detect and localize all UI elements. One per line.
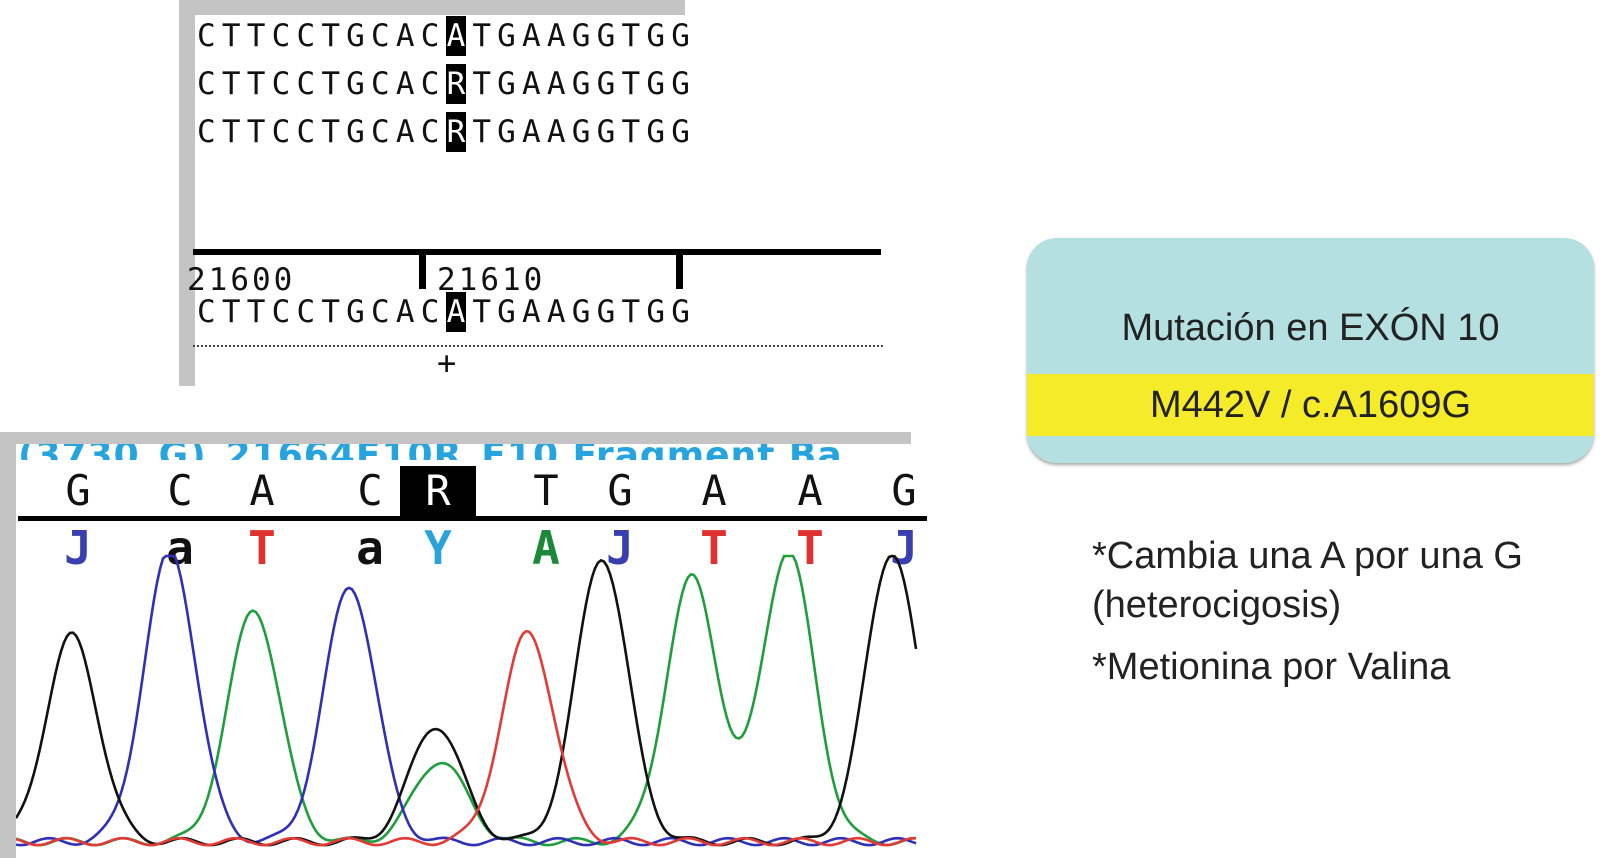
trace-code: T	[796, 521, 824, 575]
base-call: G	[891, 466, 917, 515]
base-call: C	[167, 466, 193, 515]
variant-marker: +	[437, 344, 457, 382]
mutation-info-box: Mutación en EXÓN 10 M442V / c.A1609G	[1027, 238, 1594, 463]
alignment-row-3-highlight: R	[445, 112, 467, 152]
base-call: A	[701, 466, 727, 515]
note-change: *Cambia una A por una G	[1092, 535, 1523, 577]
trace-A-line	[16, 554, 917, 847]
base-call: G	[607, 466, 633, 515]
base-call: A	[249, 466, 275, 515]
trace-C-line	[16, 554, 917, 847]
alignment-row-2-before: CTTCCTGCAC	[197, 66, 446, 102]
base-call-divider	[18, 516, 927, 521]
base-call: R	[400, 466, 476, 516]
base-call: A	[797, 466, 823, 515]
chromatogram-traces	[16, 554, 918, 847]
alignment-row-1-after: TGAAGGTGG	[472, 18, 697, 54]
ruler-tick	[193, 249, 200, 255]
trace-code: Y	[424, 521, 452, 575]
mutation-variant: M442V / c.A1609G	[1027, 374, 1594, 436]
chromatogram-frame-left	[0, 432, 16, 858]
position-ruler	[193, 249, 881, 255]
base-call: C	[357, 466, 383, 515]
alignment-row-3-before: CTTCCTGCAC	[197, 114, 446, 150]
trace-code: J	[64, 521, 92, 575]
alignment-row-1-highlight: A	[445, 16, 467, 56]
note-amino-acid: *Metionina por Valina	[1092, 646, 1451, 688]
alignment-row-2-after: TGAAGGTGG	[472, 66, 697, 102]
base-call: T	[533, 466, 559, 515]
alignment-frame-top	[179, 0, 685, 15]
trace-code: J	[890, 521, 918, 575]
trace-code: J	[606, 521, 634, 575]
trace-code: T	[248, 521, 276, 575]
trace-code: a	[356, 521, 384, 575]
trace-code: A	[532, 521, 560, 575]
ruler-label-21600: 21600	[187, 262, 296, 298]
note-heterozygosis: (heterocigosis)	[1092, 584, 1342, 626]
alignment-row-1-before: CTTCCTGCAC	[197, 18, 446, 54]
ruler-tick	[419, 249, 426, 289]
dotted-consensus-line	[193, 345, 883, 347]
ruler-tick	[676, 249, 683, 289]
alignment-frame-left	[179, 0, 195, 386]
base-call: G	[65, 466, 91, 515]
alignment-row-3-after: TGAAGGTGG	[472, 114, 697, 150]
trace-code: a	[166, 521, 194, 575]
trace-T-line	[16, 629, 917, 847]
trace-G-line	[16, 554, 918, 847]
trace-code: T	[700, 521, 728, 575]
reference-highlight: A	[445, 292, 467, 332]
reference-before: CTTCCTGCAC	[197, 294, 446, 330]
reference-after: TGAAGGTGG	[472, 294, 697, 330]
chromatogram-frame-top	[0, 432, 911, 444]
alignment-row-2-highlight: R	[445, 64, 467, 104]
mutation-title: Mutación en EXÓN 10	[1121, 307, 1500, 349]
